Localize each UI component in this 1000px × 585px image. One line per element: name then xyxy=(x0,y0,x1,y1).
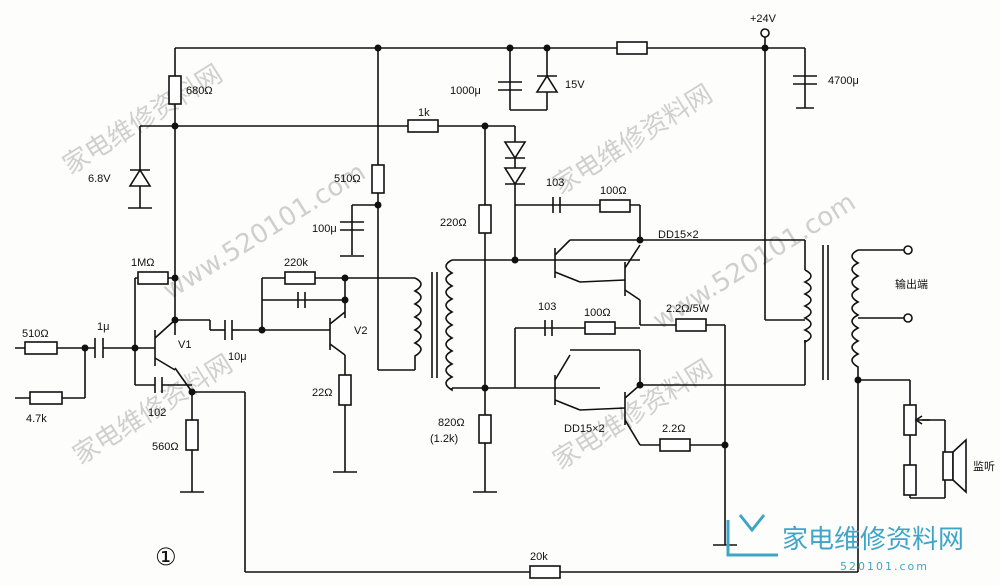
resistor-top-rail xyxy=(616,41,648,55)
potentiometer xyxy=(903,404,917,436)
resistor-1k xyxy=(407,119,439,133)
label-r22: 22Ω xyxy=(312,387,332,399)
t1-secondary xyxy=(445,259,454,392)
label-r1k: 1k xyxy=(418,107,430,119)
resistor-220k xyxy=(284,271,316,285)
site-logo: 家电维修资料网 520101.com xyxy=(726,514,964,573)
output-terminal xyxy=(903,245,913,255)
label-r510: 510Ω xyxy=(334,173,361,185)
label-c4700: 4700μ xyxy=(828,75,859,87)
diode-2 xyxy=(503,167,527,186)
label-v1: V1 xyxy=(178,339,191,351)
resistor-560 xyxy=(185,419,199,451)
resistor-100-top xyxy=(599,199,631,213)
t2-secondary xyxy=(851,249,860,380)
label-c102: 102 xyxy=(148,407,166,419)
label-r510in: 510Ω xyxy=(22,328,49,340)
t2-primary xyxy=(803,269,812,344)
label-c10u: 10μ xyxy=(228,351,247,363)
label-c103b: 103 xyxy=(538,301,556,313)
resistor-1m xyxy=(137,271,169,285)
labels: +24V 680Ω 6.8V 1MΩ 510Ω 1μ 4.7k V1 102 5… xyxy=(22,13,995,571)
watermark-text: 家电维修资料网 xyxy=(548,354,718,476)
label-r100a: 100Ω xyxy=(600,185,627,197)
watermark-text: 家电维修资料网 xyxy=(548,79,718,201)
label-r220: 220Ω xyxy=(440,217,467,229)
label-r560: 560Ω xyxy=(152,441,179,453)
resistor-510-in xyxy=(24,341,58,355)
watermark-text: 家电维修资料网 xyxy=(58,59,228,181)
junctions xyxy=(81,44,862,449)
label-r22w: 2.2Ω/5W xyxy=(666,303,710,315)
transformers xyxy=(413,245,860,392)
label-output: 输出端 xyxy=(895,277,928,291)
resistor-100-bottom xyxy=(584,321,616,335)
resistors xyxy=(24,41,917,579)
ground-symbols xyxy=(128,107,814,546)
speaker-icon xyxy=(942,438,967,494)
resistor-2r2 xyxy=(659,438,691,452)
resistor-680 xyxy=(168,75,182,105)
output-terminal xyxy=(903,313,913,323)
capacitors xyxy=(94,75,817,393)
label-ddbot: DD15×2 xyxy=(564,423,605,435)
figure-number: ① xyxy=(155,543,177,571)
logo-mark-icon xyxy=(726,520,778,557)
resistor-820 xyxy=(478,414,492,444)
label-v2: V2 xyxy=(354,325,367,337)
watermark-group: 家电维修资料网 www.520101.com 家电维修资料网 家电维修资料网 家… xyxy=(58,59,861,476)
label-r22b: 2.2Ω xyxy=(662,423,686,435)
resistor-20k xyxy=(529,565,561,579)
supply-terminal xyxy=(760,28,770,38)
label-z68: 6.8V xyxy=(88,173,111,185)
label-r680: 680Ω xyxy=(186,85,213,97)
label-c1u: 1μ xyxy=(97,321,109,333)
resistor-510 xyxy=(371,164,385,194)
label-c103a: 103 xyxy=(546,177,564,189)
zener-15v xyxy=(535,74,559,93)
diode-1 xyxy=(503,141,527,160)
logo-url: 520101.com xyxy=(840,560,929,573)
resistor-monitor xyxy=(903,464,917,496)
resistor-2r2-5w xyxy=(675,318,707,332)
resistor-22 xyxy=(338,374,352,406)
transistors xyxy=(154,239,641,446)
label-r47k: 4.7k xyxy=(26,413,47,425)
label-r220k: 220k xyxy=(284,257,308,269)
label-r1m: 1MΩ xyxy=(131,257,155,269)
label-r100b: 100Ω xyxy=(584,307,611,319)
label-z15: 15V xyxy=(565,79,585,91)
resistor-220 xyxy=(478,204,492,234)
label-c1000u: 1000μ xyxy=(450,85,481,97)
zener-6v8 xyxy=(128,168,152,187)
supply-label: +24V xyxy=(750,13,777,25)
pot-wiper xyxy=(914,415,930,425)
diodes xyxy=(128,74,559,187)
label-r820alt: (1.2k) xyxy=(430,433,458,445)
label-c100u: 100μ xyxy=(312,223,337,235)
label-r20k: 20k xyxy=(530,551,548,563)
logo-text: 家电维修资料网 xyxy=(782,525,964,555)
label-r820: 820Ω xyxy=(438,417,465,429)
terminals xyxy=(760,28,913,323)
t1-primary xyxy=(413,277,422,370)
resistor-4k7 xyxy=(29,391,63,405)
label-monitor: 监听 xyxy=(973,460,995,473)
label-ddtop: DD15×2 xyxy=(658,229,699,241)
